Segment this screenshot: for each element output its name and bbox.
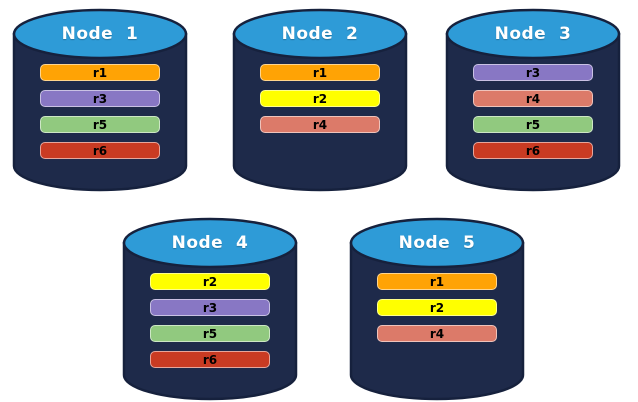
replica-bar: r6 (40, 142, 160, 159)
replica-bar: r1 (40, 64, 160, 81)
replica-bar: r3 (40, 90, 160, 107)
replica-list: r1 r2 r4 (232, 64, 408, 142)
replica-bar: r6 (150, 351, 270, 368)
replica-list: r1 r3 r5 r6 (12, 64, 188, 168)
replica-list: r2 r3 r5 r6 (122, 273, 298, 377)
replica-list: r3 r4 r5 r6 (445, 64, 621, 168)
node-title: Node 3 (494, 24, 572, 44)
database-node: Node 3 r3 r4 r5 r6 (445, 8, 621, 192)
replica-bar: r3 (150, 299, 270, 316)
database-node: Node 1 r1 r3 r5 r6 (12, 8, 188, 192)
node-title: Node 2 (281, 24, 359, 44)
replica-bar: r1 (260, 64, 380, 81)
replica-bar: r4 (473, 90, 593, 107)
database-node: Node 5 r1 r2 r4 (349, 217, 525, 401)
replica-bar: r5 (40, 116, 160, 133)
replica-bar: r6 (473, 142, 593, 159)
replica-bar: r3 (473, 64, 593, 81)
replica-bar: r4 (260, 116, 380, 133)
replica-bar: r5 (150, 325, 270, 342)
database-node: Node 4 r2 r3 r5 r6 (122, 217, 298, 401)
replica-bar: r2 (150, 273, 270, 290)
node-title: Node 5 (398, 233, 476, 253)
node-title: Node 4 (171, 233, 249, 253)
replica-bar: r2 (260, 90, 380, 107)
replica-bar: r5 (473, 116, 593, 133)
replica-list: r1 r2 r4 (349, 273, 525, 351)
replica-bar: r2 (377, 299, 497, 316)
node-title: Node 1 (61, 24, 139, 44)
replica-bar: r1 (377, 273, 497, 290)
replica-bar: r4 (377, 325, 497, 342)
database-node: Node 2 r1 r2 r4 (232, 8, 408, 192)
